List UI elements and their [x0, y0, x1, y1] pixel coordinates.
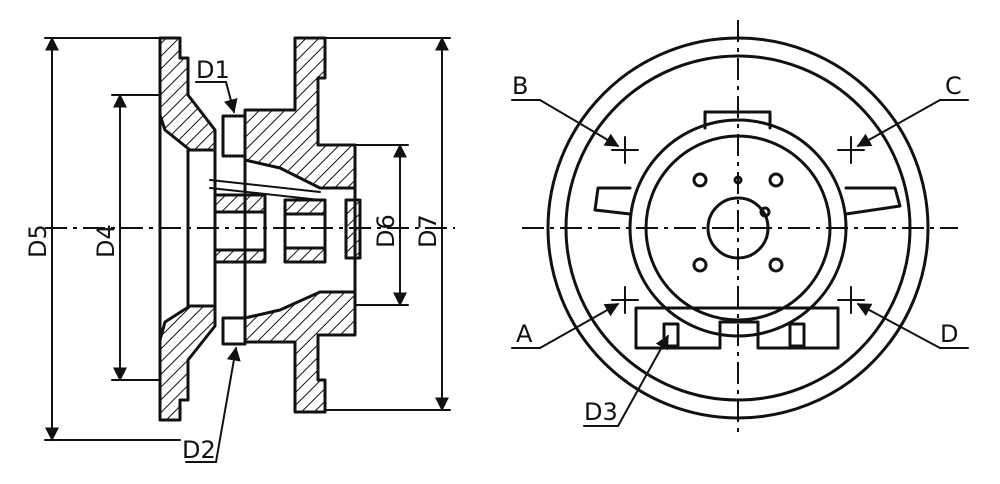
- label-d7: D7: [414, 214, 442, 248]
- inner-sleeve-lower: [213, 248, 267, 264]
- top-boss: [703, 110, 772, 130]
- port-d3-right: [788, 322, 806, 348]
- small-hole: [733, 175, 743, 185]
- passage-line: [209, 187, 321, 201]
- upper-body-hub: [243, 36, 357, 190]
- upper-body-section: [158, 36, 217, 152]
- flange-inner-circle: [564, 54, 912, 402]
- mount-cross-b: [611, 136, 639, 164]
- mount-cross-c: [837, 136, 865, 164]
- label-b: B: [512, 72, 528, 100]
- end-seal: [344, 198, 362, 260]
- section-view: D1 D2 D5 D4 D6 D7: [24, 36, 455, 464]
- leader-d: [856, 303, 969, 349]
- body-outline: [158, 113, 357, 342]
- label-a: A: [516, 320, 533, 348]
- bolt-hole: [692, 172, 708, 188]
- small-hole: [759, 206, 771, 218]
- label-d: D: [940, 320, 958, 348]
- lower-body-section: [158, 304, 217, 422]
- port-d3: [662, 322, 680, 348]
- insert-upper: [283, 198, 327, 216]
- label-d5: D5: [24, 224, 52, 258]
- passage-line: [209, 179, 321, 193]
- leader-c: [856, 99, 969, 147]
- leader-a: [511, 303, 620, 349]
- bolt-hole: [768, 172, 784, 188]
- inner-sleeve-upper: [213, 193, 267, 214]
- bolt-hole: [692, 257, 708, 273]
- end-view: B C A D D3: [511, 20, 969, 432]
- mount-cross-d: [837, 286, 865, 314]
- lower-body-hub: [243, 290, 357, 414]
- label-d6: D6: [372, 214, 400, 248]
- port-d2: [221, 316, 247, 346]
- inner-body-circle: [644, 134, 832, 322]
- mount-cross-a: [611, 286, 639, 314]
- center-bore: [706, 196, 770, 260]
- label-d2: D2: [182, 436, 216, 464]
- port-d1: [221, 114, 247, 158]
- leader-d3: [583, 334, 669, 427]
- leader-d1: [195, 81, 238, 114]
- body-circle: [628, 118, 848, 338]
- leader-d2: [185, 346, 241, 463]
- label-d4: D4: [92, 224, 120, 258]
- right-lug: [844, 186, 902, 216]
- label-c: C: [945, 72, 962, 100]
- label-d3: D3: [584, 398, 618, 426]
- bolt-hole: [768, 257, 784, 273]
- insert-lower: [283, 246, 327, 264]
- outer-flange-circle: [546, 36, 930, 420]
- leader-b: [511, 99, 620, 147]
- left-lug: [593, 186, 632, 216]
- label-d1: D1: [196, 56, 230, 84]
